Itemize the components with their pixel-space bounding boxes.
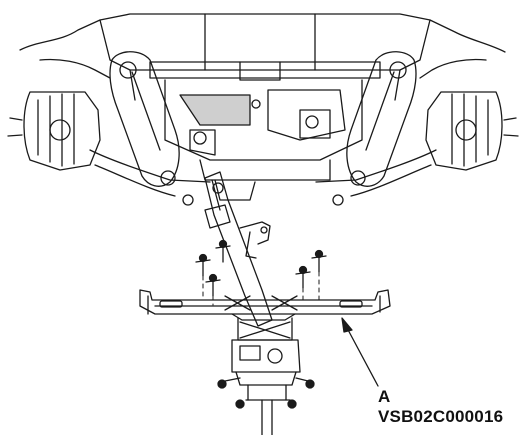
jack-adapter-plate [139,289,391,315]
mounting-bracket [239,221,271,259]
bolts [195,239,327,297]
right-wheel-hub [425,91,519,171]
left-wheel-hub [7,91,101,171]
callout-label-a: A [378,387,391,406]
transmission-jack [217,339,315,436]
figure-code: VSB02C000016 [378,407,504,426]
bolt [195,253,211,277]
bolt [215,239,231,263]
right-control-arm [315,51,437,206]
bolt [295,265,311,289]
vehicle-body-outline [19,13,506,101]
left-control-arm [89,51,211,206]
subframe-crossmember [149,61,381,201]
bolt [311,249,327,273]
callout-arrow [341,317,379,387]
bolt [205,273,221,297]
jack-head [231,313,296,341]
